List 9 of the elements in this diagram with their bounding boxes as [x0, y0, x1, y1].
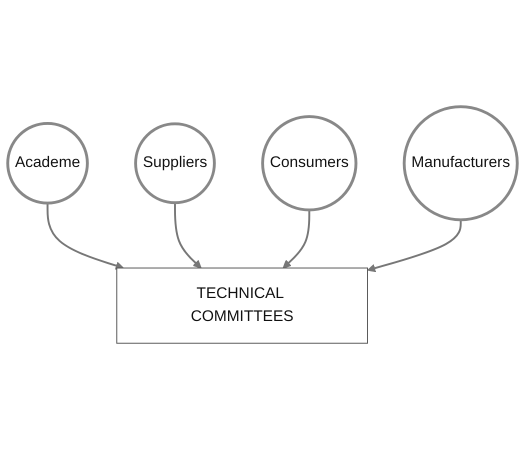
node-box: TECHNICAL COMMITTEES	[116, 268, 368, 344]
node-circle: Consumers	[261, 115, 358, 212]
node-circle: Manufacturers	[402, 105, 519, 222]
node-circle: Academe	[6, 122, 89, 205]
arrow	[46, 203, 124, 270]
arrow	[174, 202, 202, 268]
arrow	[282, 210, 310, 268]
node-circle: Suppliers	[134, 122, 216, 204]
arrow	[367, 220, 462, 272]
